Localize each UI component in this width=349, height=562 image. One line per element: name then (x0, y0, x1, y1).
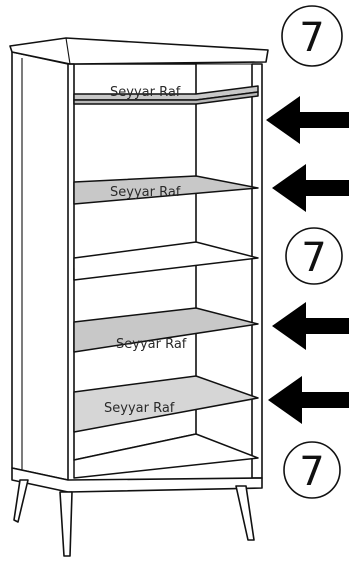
shelf-label-4: Seyyar Raf (104, 401, 175, 416)
step-number-circle: 7 (283, 441, 341, 499)
left-arrow-icon (266, 96, 349, 144)
left-arrow-icon (268, 376, 349, 424)
leg-front-right (235, 485, 255, 541)
left-side-panel (11, 51, 69, 481)
shelf-label-1: Seyyar Raf (110, 85, 181, 100)
movable-shelf-1: Seyyar Raf (73, 85, 259, 105)
movable-shelf-3: Seyyar Raf (73, 307, 259, 353)
arrows (266, 96, 349, 424)
shelf-label-2: Seyyar Raf (110, 185, 181, 200)
step-number-circle: 7 (285, 227, 343, 285)
leg-front-left (59, 491, 73, 557)
leg-back-left (13, 479, 29, 523)
base-plinth (11, 467, 263, 493)
left-arrow-icon (272, 302, 349, 350)
shelf-label-3: Seyyar Raf (116, 337, 187, 352)
step-number-middle: 7 (301, 235, 326, 281)
left-arrow-icon (272, 164, 349, 212)
step-number-bottom: 7 (299, 449, 324, 495)
top-panel (9, 37, 269, 65)
movable-shelf-2: Seyyar Raf (73, 175, 259, 205)
right-side-panel (251, 63, 263, 479)
fixed-shelf-bottom (73, 433, 259, 479)
step-number-circle: 7 (281, 5, 343, 67)
movable-shelf-4: Seyyar Raf (73, 375, 259, 433)
bookcase (9, 37, 269, 557)
step-number-top: 7 (299, 15, 324, 61)
